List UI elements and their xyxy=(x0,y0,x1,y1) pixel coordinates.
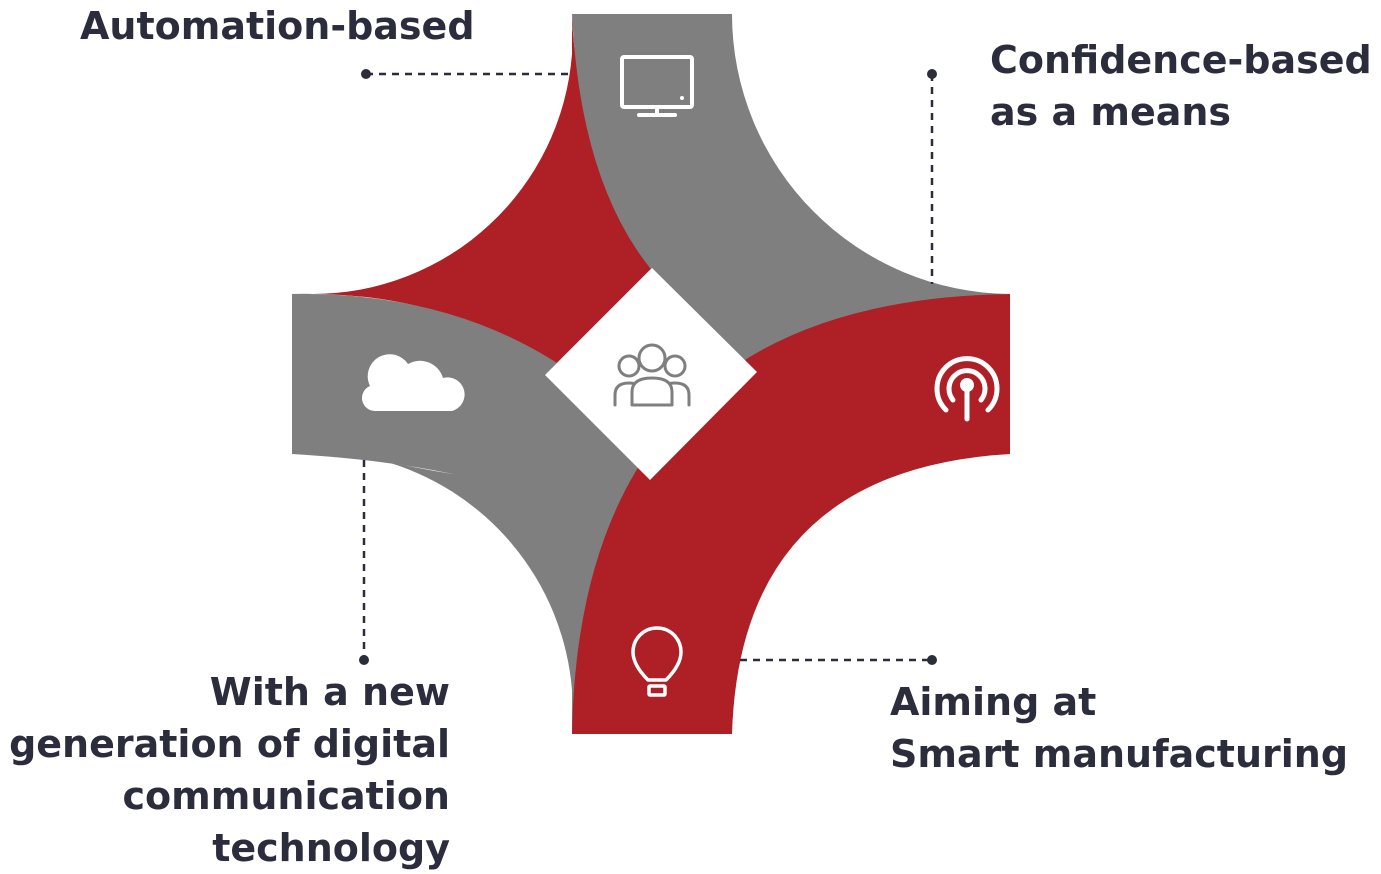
label-line: Confidence-based xyxy=(990,38,1372,82)
label-automation-based: Automation-based xyxy=(80,0,475,52)
center-diamond xyxy=(545,268,757,480)
label-confidence-based: Confidence-based as a means xyxy=(990,34,1372,138)
label-line: communication xyxy=(122,774,450,818)
connector-top-right xyxy=(927,69,937,284)
label-smart-manufacturing: Aiming at Smart manufacturing xyxy=(890,676,1348,780)
connector-bottom-right xyxy=(740,655,937,665)
label-line: Smart manufacturing xyxy=(890,732,1349,776)
people-group-icon xyxy=(613,343,691,407)
connector-bottom-left xyxy=(359,460,369,665)
label-line: With a new xyxy=(209,670,450,714)
arc-band-top xyxy=(572,14,1010,375)
label-line: generation of digital xyxy=(9,722,450,766)
label-line: Aiming at xyxy=(890,680,1097,724)
arc-band-bottom-left xyxy=(380,460,640,734)
monitor-icon xyxy=(620,55,694,117)
label-line: technology xyxy=(212,826,450,870)
arc-band-bottom xyxy=(572,294,1010,734)
label-digital-communication: With a new generation of digital communi… xyxy=(9,666,450,874)
broadcast-icon xyxy=(934,356,1000,422)
connector-top-left xyxy=(361,69,568,79)
cloud-icon xyxy=(362,354,465,411)
label-line: Automation-based xyxy=(80,4,475,48)
lightbulb-icon xyxy=(631,626,683,697)
label-line: as a means xyxy=(990,90,1232,134)
